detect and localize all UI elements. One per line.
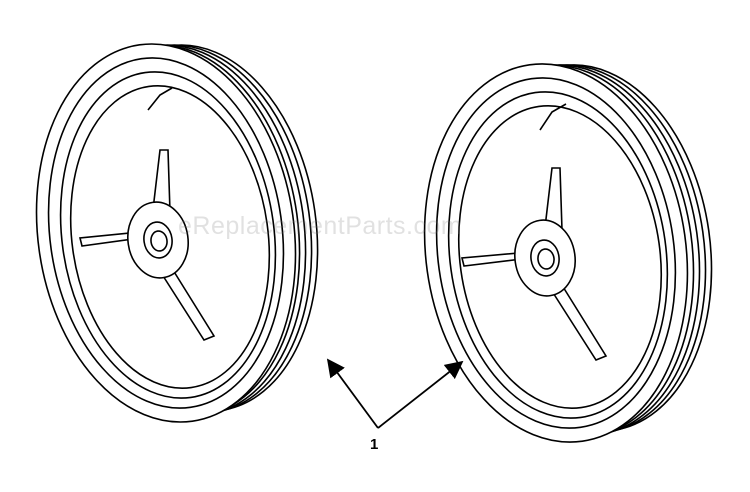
right-wheel [423,63,713,443]
callout-leaders [326,358,464,429]
leader-line-left [326,358,379,429]
watermark: eReplacementParts.com [178,212,463,240]
leader-line-right [377,360,464,429]
left-wheel [35,43,319,423]
callout-label: 1 [370,436,379,453]
